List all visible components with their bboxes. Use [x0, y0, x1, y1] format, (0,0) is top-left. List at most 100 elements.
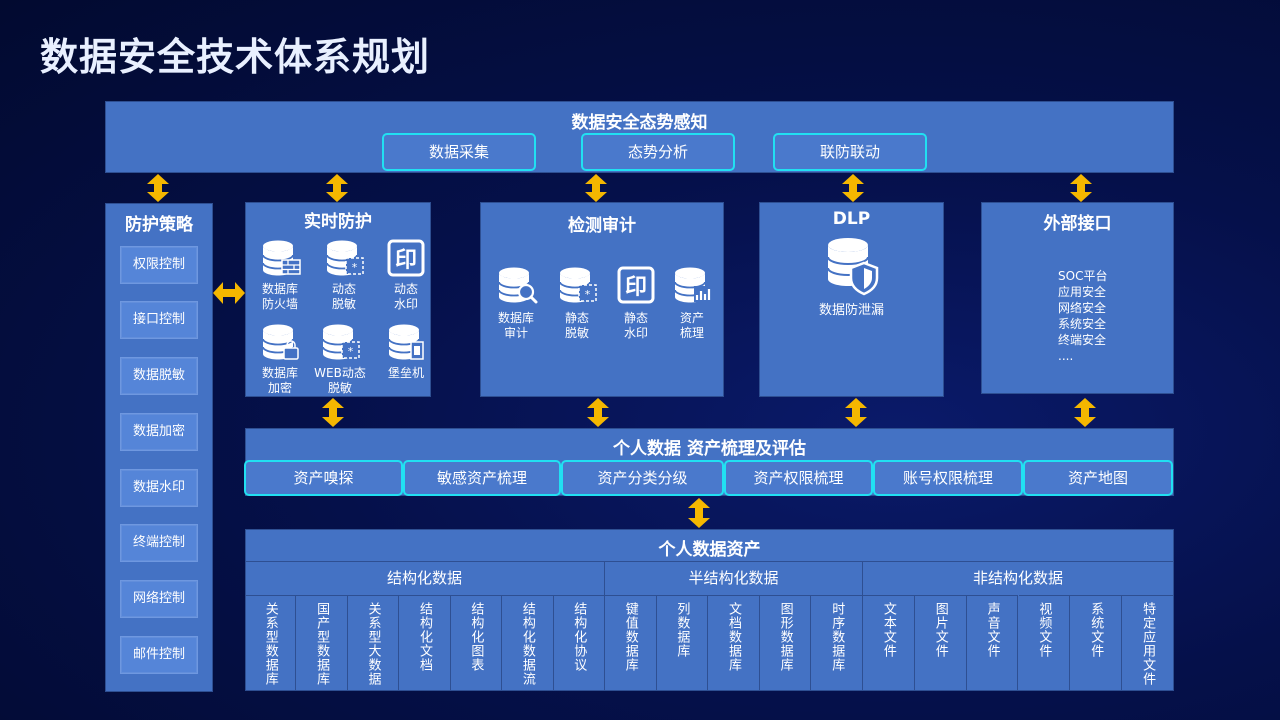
bidirectional-arrow-icon — [688, 498, 710, 528]
assessment-pill[interactable]: 账号权限梳理 — [873, 460, 1023, 496]
asset-cell: 图片文件 — [914, 595, 967, 691]
asset-cell: 列数据库 — [656, 595, 709, 691]
strategy-item[interactable]: 数据脱敏 — [120, 357, 198, 395]
realtime-item: 印动态 水印 — [382, 238, 430, 312]
asset-cell-label: 图片文件 — [932, 602, 948, 658]
realtime-item: *WEB动态 脱敏 — [314, 322, 366, 396]
external-interface-title: 外部接口 — [1043, 214, 1112, 234]
svg-text:印: 印 — [395, 248, 417, 273]
bidirectional-arrow-icon — [326, 174, 348, 202]
personal-data-assets-panel: 个人数据资产 — [245, 529, 1174, 691]
realtime-item-label: 数据库 防火墙 — [261, 282, 298, 311]
strategy-item[interactable]: 数据加密 — [120, 413, 198, 451]
audit-item-label: 静态 水印 — [623, 311, 648, 340]
asset-cell-label: 文本文件 — [880, 602, 896, 658]
asset-cell-label: 关系型数据库 — [262, 602, 278, 686]
stamp-icon: 印 — [612, 265, 660, 309]
asset-cell: 结构化图表 — [450, 595, 503, 691]
database-mask-icon: * — [316, 322, 364, 366]
asset-cell: 关系型数据库 — [245, 595, 297, 691]
asset-cell-label: 特定应用文件 — [1140, 602, 1156, 686]
svg-text:*: * — [585, 288, 591, 301]
asset-cell: 图形数据库 — [759, 595, 812, 691]
asset-cell: 国产型数据库 — [296, 595, 348, 691]
database-shield-icon — [760, 235, 943, 301]
realtime-item-label: 数据库 加密 — [261, 366, 298, 395]
asset-group-header: 半结构化数据 — [605, 561, 863, 595]
asset-cell: 时序数据库 — [811, 595, 863, 691]
bidirectional-arrow-icon — [845, 398, 867, 427]
asset-group-header: 结构化数据 — [245, 561, 605, 595]
asset-cell: 声音文件 — [966, 595, 1019, 691]
realtime-item: 数据库 加密 — [256, 322, 304, 396]
assessment-pill[interactable]: 资产嗅探 — [244, 460, 403, 496]
asset-cell: 结构化文档 — [399, 595, 451, 691]
external-interface-list: SOC平台应用安全网络安全系统安全终端安全.... — [1058, 268, 1173, 364]
pill-situation-analysis[interactable]: 态势分析 — [581, 133, 735, 171]
asset-cell: 系统文件 — [1070, 595, 1123, 691]
external-interface-item: 系统安全 — [1058, 317, 1107, 331]
assessment-pill[interactable]: 资产权限梳理 — [724, 460, 873, 496]
strategy-item[interactable]: 接口控制 — [120, 301, 198, 339]
audit-item-label: 资产 梳理 — [679, 311, 704, 340]
pill-joint-defense[interactable]: 联防联动 — [773, 133, 927, 171]
audit-item-label: 数据库 审计 — [497, 311, 534, 340]
situation-awareness-title: 数据安全态势感知 — [571, 113, 708, 133]
asset-cell: 结构化数据流 — [502, 595, 554, 691]
asset-cell-label: 时序数据库 — [829, 602, 845, 672]
audit-item: 资产 梳理 — [668, 265, 716, 341]
database-bastion-icon — [382, 322, 430, 366]
pill-data-collection[interactable]: 数据采集 — [382, 133, 536, 171]
asset-cell-label: 结构化图表 — [468, 602, 484, 672]
detection-audit-title: 检测审计 — [568, 216, 636, 236]
personal-data-assets-title: 个人数据资产 — [658, 540, 761, 560]
asset-cell-label: 键值数据库 — [622, 602, 638, 672]
external-interface-item: 网络安全 — [1058, 301, 1107, 315]
asset-cell-label: 结构化数据流 — [519, 602, 535, 686]
dlp-title: DLP — [832, 209, 871, 229]
asset-cell-label: 系统文件 — [1088, 602, 1104, 658]
asset-cell-label: 结构化协议 — [571, 602, 587, 672]
audit-item: 数据库 审计 — [492, 265, 540, 341]
bidirectional-arrow-icon — [213, 282, 245, 308]
external-interface-panel: 外部接口 SOC平台应用安全网络安全系统安全终端安全.... — [981, 202, 1174, 394]
audit-item: 印静态 水印 — [612, 265, 660, 341]
dlp-label: 数据防泄漏 — [818, 303, 884, 318]
svg-text:*: * — [348, 345, 354, 358]
asset-cell-label: 结构化文档 — [416, 602, 432, 672]
dlp-panel: DLP 数据防泄漏 — [759, 202, 944, 397]
external-interface-item: .... — [1058, 349, 1074, 363]
protection-strategy-title: 防护策略 — [125, 215, 193, 235]
asset-cell-label: 国产型数据库 — [314, 602, 330, 686]
bidirectional-arrow-icon — [842, 174, 864, 202]
strategy-item[interactable]: 网络控制 — [120, 580, 198, 618]
external-interface-item: 应用安全 — [1058, 285, 1107, 299]
bidirectional-arrow-icon — [322, 398, 344, 427]
realtime-item-label: 堡垒机 — [387, 366, 424, 380]
database-chart-icon — [668, 265, 716, 309]
asset-cell: 文档数据库 — [708, 595, 760, 691]
asset-cell: 结构化协议 — [553, 595, 605, 691]
page-title: 数据安全技术体系规划 — [40, 35, 431, 79]
realtime-item: 堡垒机 — [382, 322, 430, 381]
database-mask-icon: * — [320, 238, 368, 282]
assessment-pill[interactable]: 资产地图 — [1023, 460, 1173, 496]
bidirectional-arrow-icon — [585, 174, 607, 202]
svg-text:*: * — [352, 261, 358, 274]
bidirectional-arrow-icon — [587, 398, 609, 427]
strategy-item[interactable]: 数据水印 — [120, 469, 198, 507]
svg-text:印: 印 — [625, 275, 647, 300]
asset-group-header: 非结构化数据 — [863, 561, 1174, 595]
assessment-pill[interactable]: 敏感资产梳理 — [403, 460, 561, 496]
assessment-pill[interactable]: 资产分类分级 — [561, 460, 724, 496]
strategy-item[interactable]: 终端控制 — [120, 524, 198, 562]
realtime-item: 数据库 防火墙 — [256, 238, 304, 312]
strategy-item[interactable]: 权限控制 — [120, 246, 198, 284]
audit-item: *静态 脱敏 — [553, 265, 601, 341]
asset-cell-label: 视频文件 — [1036, 602, 1052, 658]
realtime-item: *动态 脱敏 — [320, 238, 368, 312]
asset-cell-label: 关系型大数据 — [365, 602, 381, 686]
strategy-item[interactable]: 邮件控制 — [120, 636, 198, 674]
asset-cell: 键值数据库 — [605, 595, 657, 691]
realtime-protection-panel: 实时防护 — [245, 202, 431, 397]
